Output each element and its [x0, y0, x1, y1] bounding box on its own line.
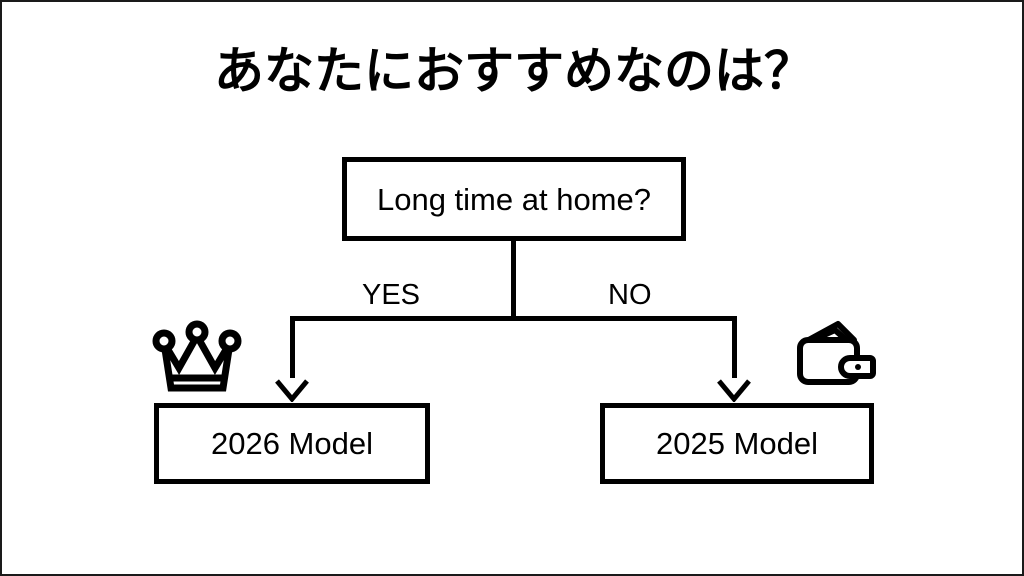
- wallet-icon: [797, 321, 876, 385]
- outcome-node-left-label: 2026 Model: [210, 426, 373, 461]
- wallet-clasp-dot-icon: [855, 364, 861, 370]
- connector-drop-right: [732, 316, 737, 378]
- arrowhead-left-icon: [275, 379, 309, 402]
- arrowhead-right-icon: [717, 379, 751, 402]
- connector-stem: [511, 241, 516, 321]
- crown-icon: [152, 320, 242, 392]
- branch-label-no: NO: [608, 279, 652, 311]
- connector-drop-left: [290, 316, 295, 378]
- page-title: あなたにおすすめなのは？: [214, 42, 814, 100]
- outcome-node-right: 2025 Model: [600, 403, 874, 484]
- decision-node-label: Long time at home?: [376, 181, 651, 217]
- decision-node: Long time at home?: [342, 157, 686, 241]
- connector-horizontal-bar: [290, 316, 737, 321]
- outcome-node-left: 2026 Model: [154, 403, 430, 484]
- branch-label-yes: YES: [362, 279, 421, 311]
- outcome-node-right-label: 2025 Model: [655, 426, 818, 461]
